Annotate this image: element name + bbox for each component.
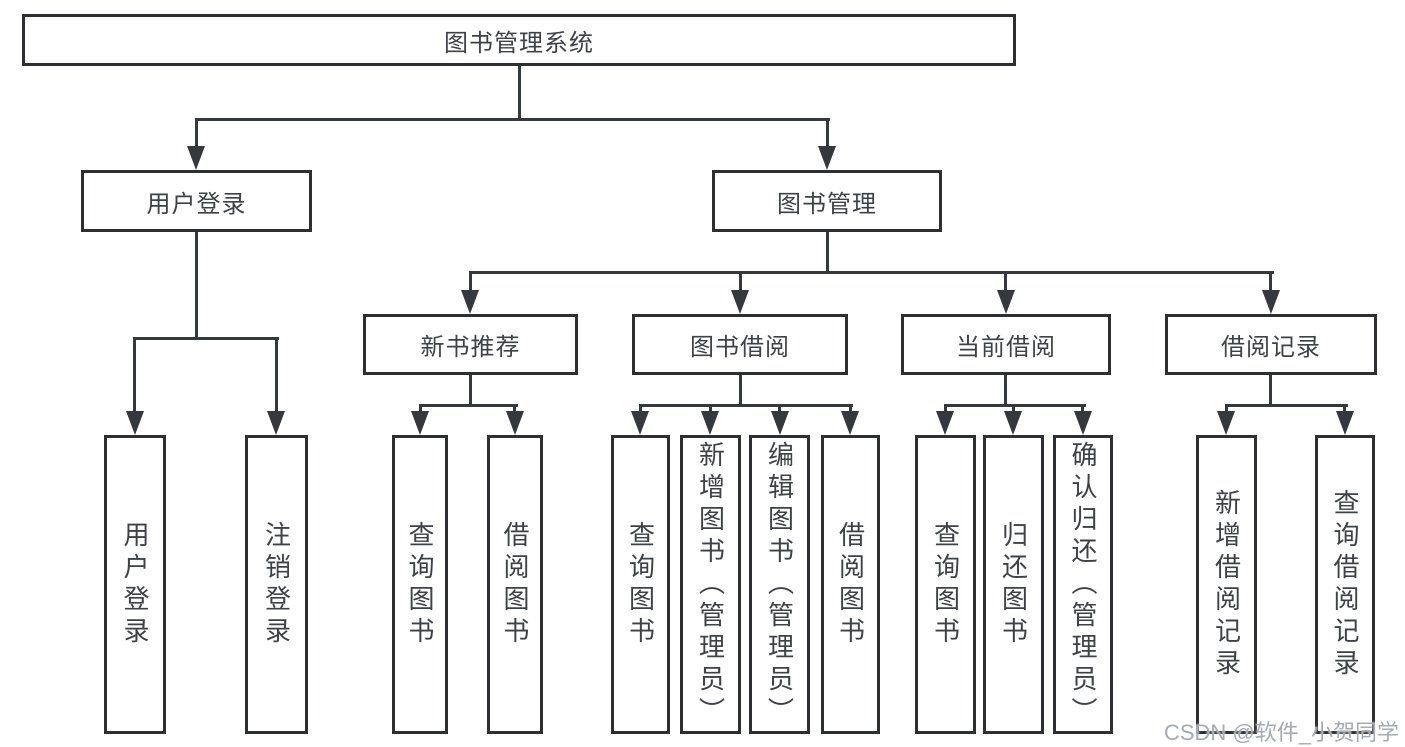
connector-line	[518, 66, 521, 120]
arrow-down-icon	[126, 411, 144, 435]
leaf-logout: 注销登录	[245, 435, 308, 734]
arrow-down-icon	[1262, 290, 1280, 314]
leaf-borrow-books: 借阅图书	[487, 435, 543, 734]
leaf-add-borrow-record: 新增借阅记录	[1196, 435, 1257, 734]
connector-line	[469, 375, 472, 406]
connector-line	[133, 337, 136, 415]
connector-line	[1225, 404, 1348, 407]
arrow-down-icon	[631, 411, 649, 435]
node-label: 借阅图书	[835, 520, 866, 649]
leaf-confirm-return-admin: 确认归还（管理员）	[1053, 435, 1113, 734]
connector-line	[944, 404, 1086, 407]
arrow-down-icon	[1004, 411, 1022, 435]
connector-line	[1004, 271, 1007, 295]
arrow-down-icon	[701, 411, 719, 435]
connector-line	[639, 404, 853, 407]
node-borrowing-records: 借阅记录	[1165, 314, 1377, 375]
node-label: 当前借阅	[956, 334, 1056, 361]
connector-line	[275, 337, 278, 415]
node-label: 查询图书	[625, 520, 656, 649]
arrow-down-icon	[997, 290, 1015, 314]
node-label: 查询借阅记录	[1330, 488, 1360, 681]
node-book-borrowing: 图书借阅	[632, 314, 848, 375]
arrow-down-icon	[506, 411, 524, 435]
leaf-query-borrow-record: 查询借阅记录	[1315, 435, 1375, 734]
connector-line	[739, 271, 742, 295]
node-new-book-recommendation: 新书推荐	[363, 314, 578, 375]
arrow-down-icon	[411, 411, 429, 435]
connector-line	[469, 271, 1274, 274]
connector-line	[469, 271, 472, 295]
arrow-down-icon	[841, 411, 859, 435]
node-user-login-module: 用户登录	[81, 170, 312, 232]
node-label: 借阅图书	[500, 520, 530, 649]
leaf-query-books: 查询图书	[915, 435, 976, 734]
leaf-add-books-admin: 新增图书（管理员）	[680, 435, 741, 734]
node-label: 注销登录	[261, 520, 292, 649]
connector-line	[133, 337, 279, 340]
leaf-query-books: 查询图书	[392, 435, 448, 734]
connector-line	[826, 118, 829, 150]
node-label: 图书管理系统	[444, 29, 594, 57]
arrow-down-icon	[1074, 411, 1092, 435]
connector-line	[195, 118, 198, 150]
node-label: 查询图书	[405, 520, 435, 649]
connector-line	[739, 375, 742, 406]
leaf-query-books: 查询图书	[611, 435, 670, 734]
csdn-watermark: CSDN @软件_小贺同学	[1163, 720, 1399, 745]
node-label: 借阅记录	[1221, 334, 1321, 361]
arrow-down-icon	[771, 411, 789, 435]
node-label: 新增借阅记录	[1211, 488, 1242, 681]
node-label: 用户登录	[120, 520, 150, 649]
arrow-down-icon	[1217, 411, 1235, 435]
connector-line	[826, 232, 829, 273]
node-book-management-module: 图书管理	[712, 170, 942, 232]
node-library-management-system: 图书管理系统	[22, 14, 1016, 66]
node-label: 新增图书（管理员）	[695, 440, 726, 729]
connector-line	[1269, 375, 1272, 406]
node-label: 确认归还（管理员）	[1068, 440, 1098, 729]
node-label: 用户登录	[146, 190, 247, 218]
arrow-down-icon	[461, 290, 479, 314]
arrow-down-icon	[936, 411, 954, 435]
arrow-down-icon	[1336, 411, 1354, 435]
arrow-down-icon	[818, 146, 836, 170]
arrow-down-icon	[267, 411, 285, 435]
leaf-user-login: 用户登录	[104, 435, 166, 734]
node-label: 图书管理	[777, 190, 877, 218]
connector-line	[195, 232, 198, 339]
connector-line	[196, 118, 830, 121]
node-label: 新书推荐	[420, 334, 521, 361]
leaf-edit-books-admin: 编辑图书（管理员）	[749, 435, 810, 734]
node-label: 图书借阅	[690, 334, 790, 361]
leaf-return-books: 归还图书	[983, 435, 1044, 734]
node-label: 编辑图书（管理员）	[764, 440, 795, 729]
node-label: 归还图书	[998, 520, 1029, 649]
connector-line	[419, 404, 518, 407]
connector-line	[1269, 271, 1272, 295]
node-current-borrowing: 当前借阅	[901, 314, 1111, 375]
arrow-down-icon	[731, 290, 749, 314]
arrow-down-icon	[187, 146, 205, 170]
connector-line	[1004, 375, 1007, 406]
leaf-borrow-books: 借阅图书	[821, 435, 880, 734]
node-label: 查询图书	[930, 520, 961, 649]
